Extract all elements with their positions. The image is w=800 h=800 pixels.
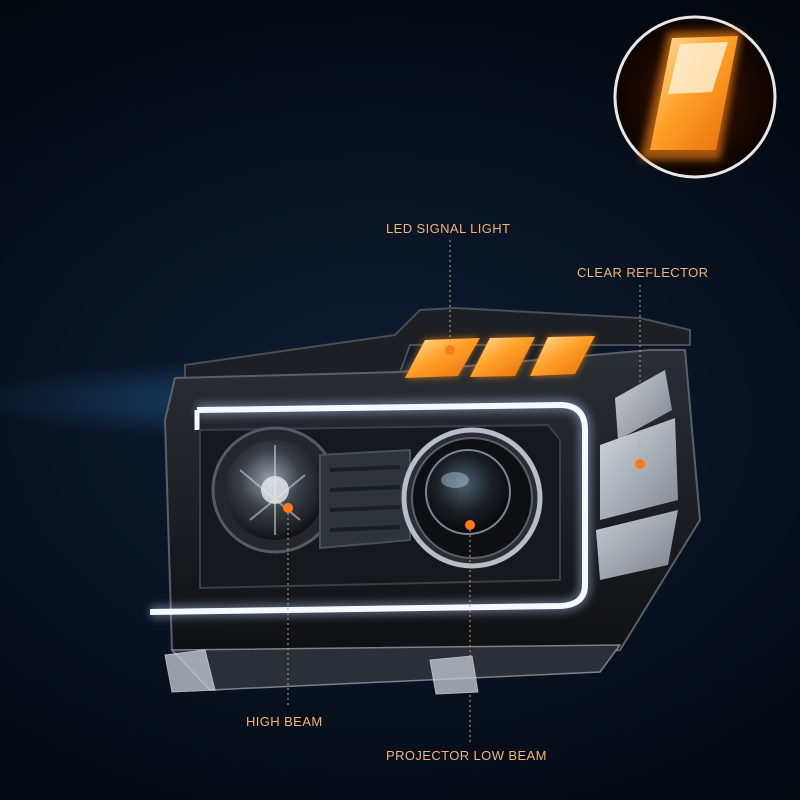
led-closeup-inset bbox=[613, 15, 777, 179]
marker-signal bbox=[445, 345, 455, 355]
projector-shroud bbox=[319, 448, 411, 550]
marker-high-beam bbox=[283, 503, 293, 513]
projector-low-beam-lens bbox=[401, 427, 543, 569]
led-signal-bars bbox=[405, 336, 595, 378]
high-beam-bowl bbox=[211, 426, 339, 554]
callout-markers bbox=[283, 345, 645, 530]
marker-projector bbox=[465, 520, 475, 530]
label-high-beam: HIGH BEAM bbox=[246, 714, 323, 729]
mounting-tabs bbox=[164, 649, 479, 695]
callout-leaders bbox=[287, 240, 641, 742]
label-led-signal-light: LED SIGNAL LIGHT bbox=[386, 221, 511, 236]
clear-reflector bbox=[596, 370, 678, 580]
label-clear-reflector: CLEAR REFLECTOR bbox=[577, 265, 709, 280]
label-projector-low-beam: PROJECTOR LOW BEAM bbox=[386, 748, 547, 763]
marker-reflector bbox=[635, 459, 645, 469]
drl-light-bar bbox=[149, 397, 592, 619]
